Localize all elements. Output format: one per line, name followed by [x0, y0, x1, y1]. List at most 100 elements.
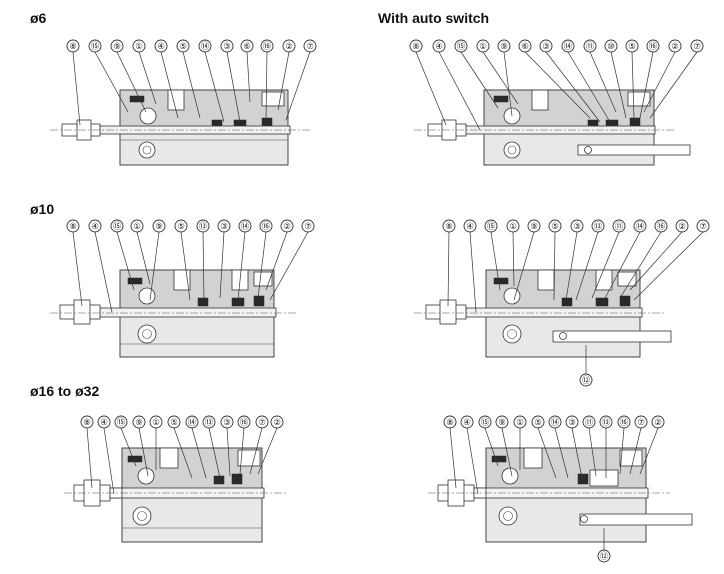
callout-circle [88, 39, 102, 53]
callout-leader [191, 427, 207, 479]
callout-label: ② [285, 42, 293, 52]
callout-circle [80, 415, 94, 429]
callout-label: ⑯ [620, 418, 629, 428]
callout-leader [160, 51, 179, 119]
callout-circle [110, 39, 124, 53]
callout-leader [94, 51, 129, 113]
callout-circle [196, 219, 210, 233]
callout-leader [265, 231, 288, 291]
callout-leader [277, 51, 290, 111]
callout-circle [561, 39, 575, 53]
callout-circle [646, 39, 660, 53]
callout-label: ① [479, 42, 487, 52]
callout-leader [567, 51, 611, 123]
callout-circle [604, 39, 618, 53]
callout-circle [154, 39, 168, 53]
callout-leader [257, 427, 278, 475]
callout-circle [174, 219, 188, 233]
callout-label: ② [654, 418, 662, 428]
callout-leader [639, 427, 659, 475]
callout-label: ⑮ [487, 222, 496, 232]
callout-leader [138, 427, 149, 477]
callout-leader [482, 51, 519, 105]
callout-leader [116, 51, 147, 113]
callout-leader [610, 51, 627, 119]
callout-leader [545, 51, 601, 123]
callout-circle [654, 219, 668, 233]
callout-circle [454, 39, 468, 53]
callout-leader [571, 427, 583, 479]
callout-label: ④ [466, 222, 474, 232]
callout-leader [239, 427, 245, 475]
callout-label: ⑦ [699, 222, 707, 232]
callout-leader [249, 427, 263, 475]
callout-leader [204, 51, 225, 123]
callout-circle [132, 415, 146, 429]
callout-leader [633, 231, 704, 301]
callout-leader [208, 427, 221, 479]
d10s-drawing [414, 269, 672, 358]
callout-circle [668, 39, 682, 53]
callout-leader [589, 51, 617, 113]
callout-circle [202, 415, 216, 429]
callout-circle [432, 39, 446, 53]
callout-circle [497, 39, 511, 53]
callout-leader [460, 51, 499, 109]
callout-label: ⑬ [199, 222, 208, 232]
callout-label: ③ [542, 42, 550, 52]
callout-label: ⑦ [258, 418, 266, 428]
callout-circle [633, 219, 647, 233]
callout-label: ⑬ [594, 222, 603, 232]
callout-circle [152, 219, 166, 233]
callout-circle [476, 39, 490, 53]
callout-label: ⑧ [446, 418, 454, 428]
callout-label: ⑫ [582, 376, 591, 386]
callout-label: ⑧ [69, 222, 77, 232]
callout-circle [696, 219, 710, 233]
callout-leader [415, 51, 447, 126]
callout-circle [690, 39, 704, 53]
callout-leader [180, 231, 191, 301]
callout-leader [257, 231, 267, 299]
callout-label: ③ [223, 42, 231, 52]
callout-circle [255, 415, 269, 429]
callout-leader [469, 231, 477, 313]
callout-circle [167, 415, 181, 429]
callout-leader [490, 231, 501, 291]
callout-leader [553, 231, 556, 301]
callout-label: ④ [435, 42, 443, 52]
callout-label: ① [133, 222, 141, 232]
callout-leader [501, 427, 513, 477]
callout-leader [438, 51, 481, 131]
callout-label: ① [509, 222, 517, 232]
callout-leader [103, 427, 115, 495]
callout-leader [285, 51, 311, 121]
callout-circle [495, 415, 509, 429]
title-d10: ø10 [30, 201, 55, 217]
callout-circle [531, 415, 545, 429]
callout-circle [238, 219, 252, 233]
callout-leader [86, 427, 93, 489]
callout-label: ⑭ [188, 418, 197, 428]
callout-circle [460, 415, 474, 429]
callout-leader [149, 231, 160, 301]
callout-label: ③ [223, 418, 231, 428]
d16-drawing [64, 447, 286, 543]
callout-label: ⑦ [304, 222, 312, 232]
callout-circle [675, 219, 689, 233]
callout-circle [259, 219, 273, 233]
d6s-drawing [414, 89, 691, 166]
callout-label: ⑮ [117, 418, 126, 428]
callout-label: ① [135, 42, 143, 52]
callout-circle [220, 415, 234, 429]
callout-circle [443, 415, 457, 429]
callout-leader [619, 427, 625, 475]
callout-circle [506, 219, 520, 233]
